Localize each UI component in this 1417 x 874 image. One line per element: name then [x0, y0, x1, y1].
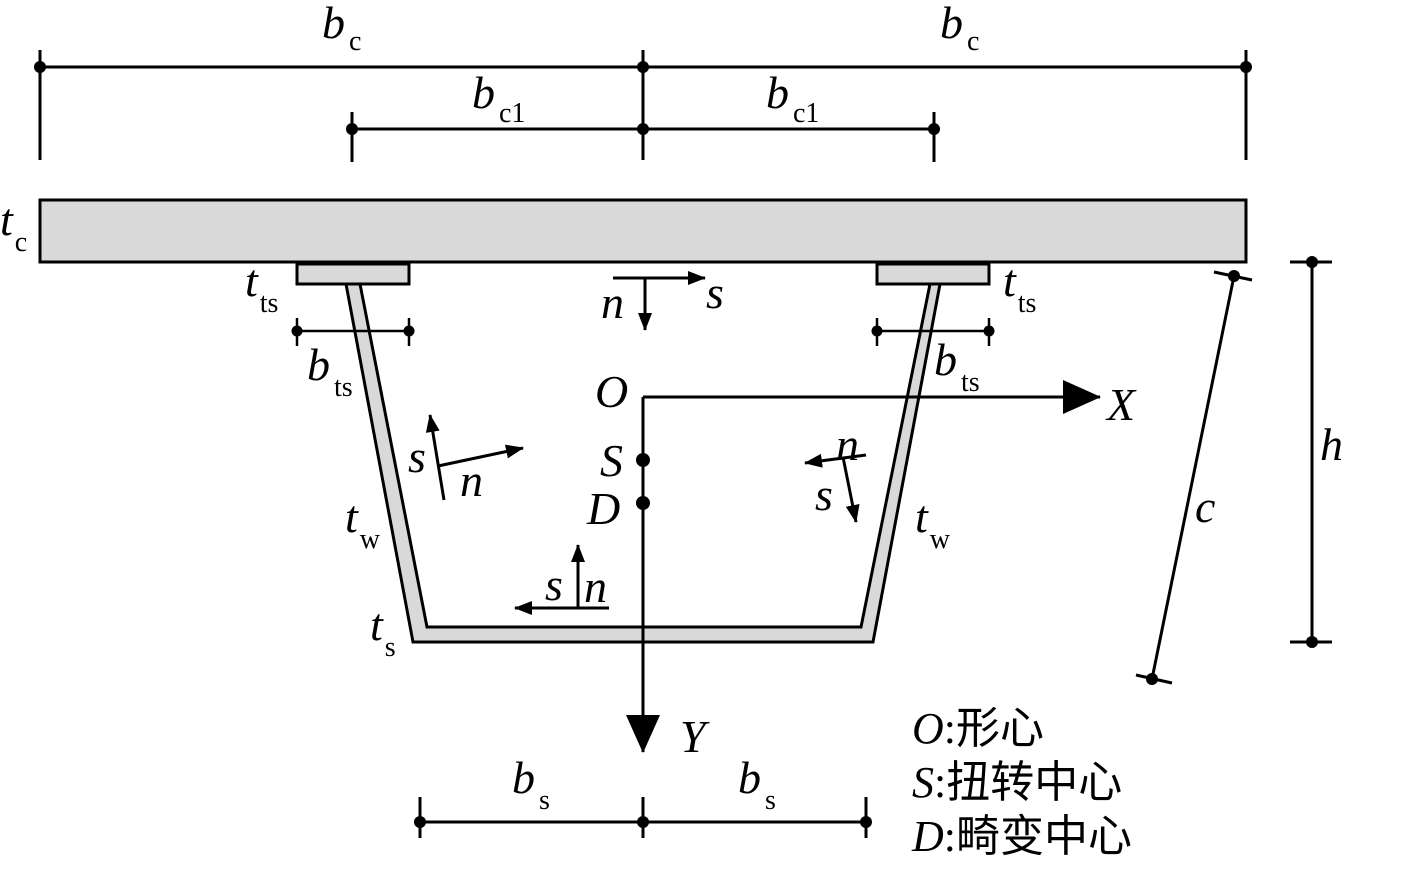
label-tc: tc — [0, 194, 27, 258]
label-ts: ts — [370, 599, 396, 663]
legend: O:形心 S:扭转中心 D:畸变中心 — [911, 704, 1132, 861]
legend-item-distortion-center: D:畸变中心 — [911, 812, 1132, 861]
local-axes-right-web — [804, 453, 867, 523]
label-s-left-web: s — [408, 431, 426, 482]
steel-trough — [344, 282, 942, 644]
label-tw-left: tw — [345, 491, 381, 555]
label-tw-right: tw — [915, 491, 951, 555]
label-s-top: s — [706, 267, 724, 318]
dim-bc — [34, 50, 1252, 160]
label-s-right-web: s — [815, 469, 833, 520]
label-n-top: n — [601, 277, 624, 328]
label-c: c — [1195, 481, 1215, 532]
label-Y: Y — [680, 711, 710, 762]
label-tts-left: tts — [245, 255, 278, 319]
dim-h — [1290, 256, 1332, 648]
dim-c — [1135, 270, 1253, 685]
label-O: O — [595, 366, 628, 417]
dim-bts-right — [871, 318, 995, 346]
label-tts-right: tts — [1003, 255, 1036, 319]
legend-item-shear-center: S:扭转中心 — [912, 758, 1122, 807]
dim-bts-left — [291, 318, 415, 346]
top-flange-right — [875, 262, 991, 286]
label-S: S — [600, 435, 623, 486]
local-axes-left-web — [425, 414, 524, 501]
legend-item-centroid: O:形心 — [912, 704, 1044, 753]
label-D: D — [586, 483, 620, 534]
label-n-right-web: n — [836, 419, 859, 470]
label-n-bottom: n — [584, 561, 607, 612]
global-axes — [626, 380, 1101, 753]
local-axes-bottom — [514, 544, 609, 615]
top-flange-left — [295, 262, 411, 286]
dim-bc1 — [346, 112, 940, 162]
label-n-left-web: n — [460, 455, 483, 506]
local-axes-top — [613, 271, 706, 331]
concrete-slab — [38, 198, 1248, 264]
label-s-bottom: s — [545, 559, 563, 610]
label-X: X — [1105, 379, 1137, 430]
dim-bs — [414, 797, 872, 838]
label-h: h — [1320, 419, 1343, 470]
